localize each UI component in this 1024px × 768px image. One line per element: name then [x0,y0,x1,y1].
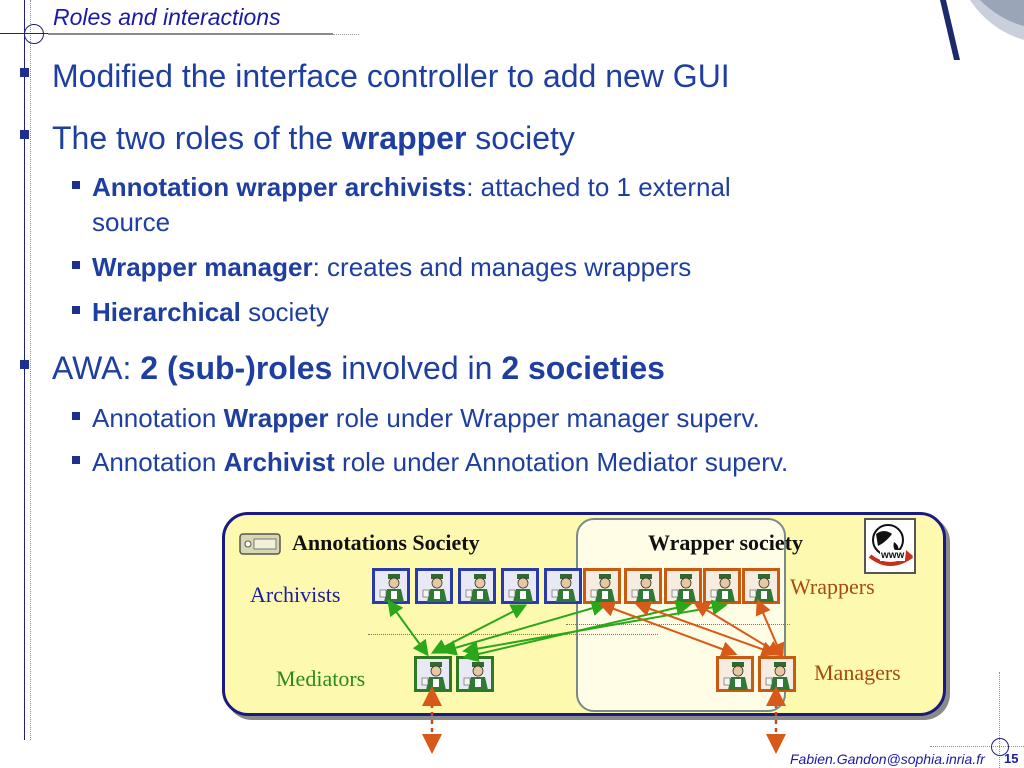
subbullet-text: Annotation Archivist role under Annotati… [92,447,789,477]
tag-icon [239,533,281,555]
agent-figure-icon [465,574,490,602]
manager-agent-1 [716,656,754,692]
wrapper-agent-2 [624,568,662,604]
subbullet-text: Hierarchical society [92,297,330,327]
footer-dotted-vline [999,672,1000,768]
mediators-label: Mediators [276,666,366,691]
subbullet-text: Wrapper manager: creates and manages wra… [92,252,692,282]
footer-email: Fabien.Gandon@sophia.inria.fr [790,751,985,767]
mediator-agent-2 [456,656,494,692]
bullet-text: The two roles of the wrapper society [52,120,575,156]
globe-graphic [868,524,914,566]
agent-figure-icon [631,574,656,602]
slide-title: Roles and interactions [53,4,281,30]
wrappers-label: Wrappers [790,574,875,599]
www-globe-icon: www [864,518,916,574]
archivists-label: Archivists [250,582,341,607]
subbullet-text-line2: source [92,207,171,237]
subbullet-text: Annotation Wrapper role under Wrapper ma… [92,403,760,433]
crosshair-bottom-right [991,738,1009,756]
bullet-text: Modified the interface controller to add… [52,58,730,94]
archivist-agent-2 [415,568,453,604]
bullet-square-icon [72,412,80,420]
bullet-square-icon [72,181,80,189]
title-underline [48,33,333,35]
left-border-line [24,0,25,740]
agent-figure-icon [590,574,615,602]
agent-figure-icon [551,574,576,602]
bullet-text: AWA: 2 (sub-)roles involved in 2 societi… [52,350,665,386]
decorative-swoosh [940,0,1024,60]
annotations-society-label: Annotations Society [292,530,480,555]
subbullet-text: Annotation wrapper archivists: attached … [92,172,731,202]
footer-dotted-hline [930,746,1024,747]
archivist-agent-5 [544,568,582,604]
title-dotted-extension [333,34,359,35]
bullet-square-icon [20,68,29,77]
bullet-square-icon [72,306,80,314]
agent-figure-icon [422,574,447,602]
crosshair-top-left [24,24,44,44]
left-dotted-line [30,0,31,740]
bullet-square-icon [72,456,80,464]
page-number: 15 [1004,751,1019,766]
wrapper-agent-4 [703,568,741,604]
wrapper-society-label: Wrapper society [648,530,803,555]
agent-figure-icon [671,574,696,602]
agent-figure-icon [379,574,404,602]
agent-figure-icon [710,574,735,602]
agent-figure-icon [723,662,748,690]
agent-figure-icon [508,574,533,602]
www-badge: www [880,550,906,561]
bullet-square-icon [20,130,29,139]
managers-label: Managers [814,660,901,685]
agent-figure-icon [463,662,488,690]
bullet-square-icon [20,360,29,369]
bullet-square-icon [72,261,80,269]
